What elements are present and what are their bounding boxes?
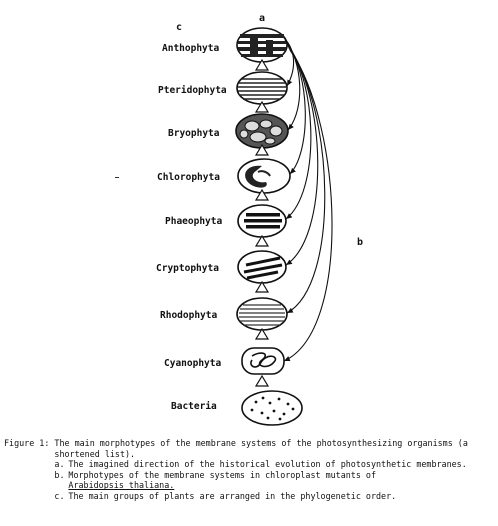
label-bacteria: Bacteria [171,401,217,412]
label-pteridophyta: Pteridophyta [158,85,227,96]
marker-a: a [259,13,265,24]
caption-item-a: a. The imagined direction of the histori… [54,459,467,470]
cyanophyta-membrane-icon [241,347,285,375]
label-phaeophyta: Phaeophyta [165,216,222,227]
label-anthophyta: Anthophyta [162,43,219,54]
label-bryophyta: Bryophyta [168,128,220,139]
caption-item-c: c. The main groups of plants are arrange… [54,490,397,501]
bacteria-membrane-icon [241,390,303,426]
chlorophyta-membrane-icon [237,158,291,194]
rhodophyta-membrane-icon [236,297,288,331]
caption-item-b: b. Morphotypes of the membrane systems i… [54,469,376,491]
phaeophyta-membrane-icon [237,204,287,238]
label-cyanophyta: Cyanophyta [164,358,221,369]
caption-species-name: Arabidopsis thaliana. [68,480,175,491]
anthophyta-membrane-icon [236,27,288,63]
pteridophyta-membrane-icon [236,71,288,105]
cryptophyta-membrane-icon [237,250,287,284]
mutant-morphotype-arrows [283,37,333,362]
bryophyta-membrane-icon [235,113,289,149]
caption-figure-label: Figure 1: [4,438,55,448]
caption-main-text: The main morphotypes of the membrane sys… [54,438,468,459]
figure-caption: Figure 1: The main morphotypes of the me… [4,438,494,502]
membrane-phylogeny-diagram: a c b Anthophyta Pteridophyta Bryophyta … [115,13,363,426]
marker-b: b [357,237,363,248]
label-chlorophyta: Chlorophyta [157,172,220,183]
label-cryptophyta: Cryptophyta [156,263,219,274]
label-rhodophyta: Rhodophyta [160,310,217,321]
marker-c: c [176,22,182,33]
phylogenetic-order-arrows [254,58,270,387]
stray-mark [115,177,119,178]
